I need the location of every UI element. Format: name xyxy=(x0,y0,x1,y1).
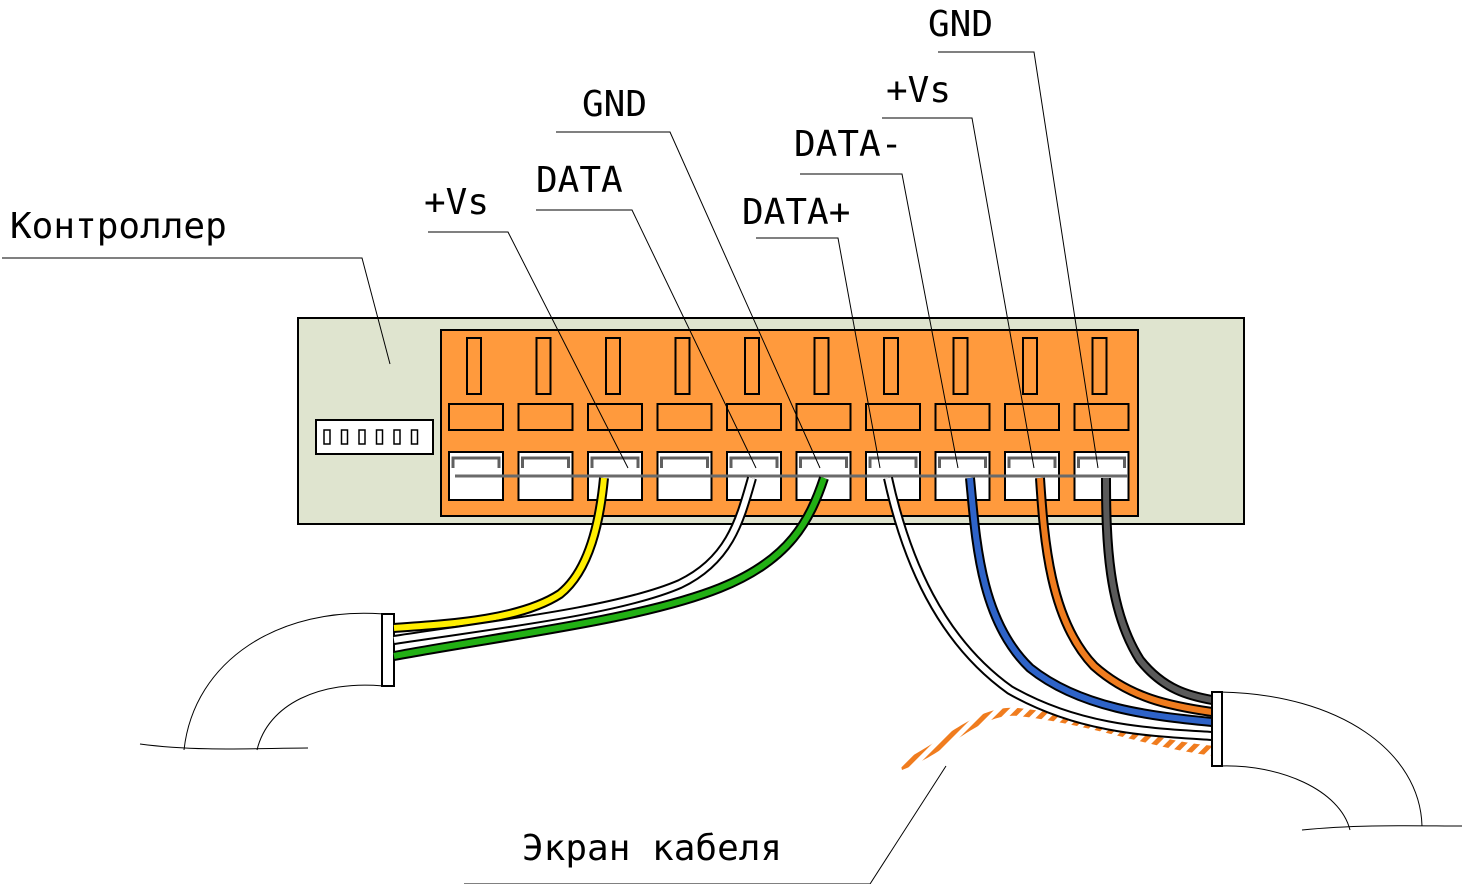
label-data-minus: DATA- xyxy=(794,124,902,165)
label-right-vs: +Vs xyxy=(886,70,951,111)
dip-switch xyxy=(315,419,434,455)
leader-lines xyxy=(2,51,1099,884)
dip-lever-5[interactable] xyxy=(393,429,401,445)
label-left-data: DATA xyxy=(536,160,623,201)
dip-lever-1[interactable] xyxy=(323,429,331,445)
dip-lever-4[interactable] xyxy=(375,429,384,445)
dip-lever-3[interactable] xyxy=(358,429,366,445)
controller-label: Контроллер xyxy=(10,206,227,247)
terminals xyxy=(448,337,1130,501)
wires xyxy=(393,476,1213,741)
terminal-3 xyxy=(587,337,643,501)
right-cable-collar xyxy=(1211,691,1223,767)
label-data-plus: DATA+ xyxy=(742,192,850,233)
dip-lever-6[interactable] xyxy=(410,429,419,445)
label-right-gnd: GND xyxy=(928,4,993,45)
dip-lever-2[interactable] xyxy=(340,429,349,445)
label-left-gnd: GND xyxy=(582,84,647,125)
shield-label: Экран кабеля xyxy=(522,828,782,869)
right-cable-elbow xyxy=(1219,691,1463,831)
left-cable-elbow xyxy=(139,612,395,751)
cable-shield-braid xyxy=(900,707,1214,770)
label-left-vs: +Vs xyxy=(424,182,489,223)
